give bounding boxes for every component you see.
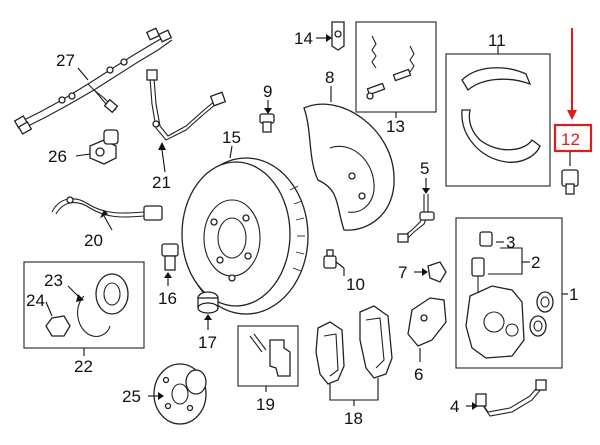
part-10-bolt[interactable]: 10 <box>323 249 365 294</box>
label-3: 3 <box>506 233 515 252</box>
label-1: 1 <box>569 285 578 304</box>
label-6: 6 <box>414 365 423 384</box>
part-4-brake-line[interactable]: 4 <box>450 379 547 417</box>
label-2: 2 <box>531 253 540 272</box>
part-3-bleeder-screw[interactable]: 3 <box>479 231 515 252</box>
label-18: 18 <box>344 409 363 428</box>
label-7: 7 <box>398 263 407 282</box>
label-19: 19 <box>256 395 275 414</box>
part-17-plug[interactable]: 17 <box>197 291 219 352</box>
label-15: 15 <box>222 128 241 147</box>
label-17: 17 <box>198 333 217 352</box>
part-11-parking-brake-shoes[interactable]: 11 <box>445 31 551 187</box>
label-9: 9 <box>263 82 272 101</box>
part-20-wear-sensor[interactable]: 20 <box>51 196 163 250</box>
part-18-brake-pads[interactable]: 18 <box>315 305 393 428</box>
label-23: 23 <box>44 271 63 290</box>
part-5-brake-line[interactable]: 5 <box>397 159 435 243</box>
part-25-wheel-hub[interactable]: 25 <box>122 363 207 425</box>
label-16: 16 <box>158 289 177 308</box>
part-16-bolt[interactable]: 16 <box>158 243 179 308</box>
label-21: 21 <box>152 173 171 192</box>
part-21-brake-hose[interactable]: 21 <box>146 69 227 192</box>
label-26: 26 <box>48 147 67 166</box>
part-23-snap-ring-callout: 23 <box>44 271 84 302</box>
label-24: 24 <box>26 291 45 310</box>
part-15-brake-rotor[interactable]: 15 <box>181 128 309 315</box>
label-27: 27 <box>56 51 75 70</box>
part-6-caliper-bracket[interactable]: 6 <box>407 297 447 384</box>
part-14-bracket[interactable]: 14 <box>294 21 345 51</box>
part-2-guide-bolt[interactable]: 2 <box>471 247 540 292</box>
label-4: 4 <box>450 397 459 416</box>
label-13: 13 <box>386 117 405 136</box>
label-20: 20 <box>84 231 103 250</box>
label-11: 11 <box>488 31 506 50</box>
part-27-wiring-harness[interactable]: 27 <box>13 27 173 135</box>
label-10: 10 <box>346 275 365 294</box>
part-13-spring-kit[interactable]: 13 <box>355 21 437 136</box>
label-25: 25 <box>122 387 141 406</box>
label-5: 5 <box>420 159 429 178</box>
part-22-hub-bearing-kit[interactable]: 22 <box>23 261 145 376</box>
part-26-sensor[interactable]: 26 <box>48 129 119 166</box>
part-9-bolt[interactable]: 9 <box>259 82 275 133</box>
part-24-nut-callout: 24 <box>26 291 53 317</box>
part-12-adjuster[interactable]: 12 <box>553 28 593 195</box>
label-22: 22 <box>74 357 93 376</box>
part-7-clip[interactable]: 7 <box>398 261 447 283</box>
label-12: 12 <box>561 130 580 149</box>
part-1-caliper-assembly[interactable]: 1 <box>455 217 578 369</box>
part-8-dust-shield[interactable]: 8 <box>303 68 395 231</box>
part-19-pad-hardware[interactable]: 19 <box>237 325 299 414</box>
label-14: 14 <box>294 29 313 48</box>
label-8: 8 <box>325 68 334 87</box>
